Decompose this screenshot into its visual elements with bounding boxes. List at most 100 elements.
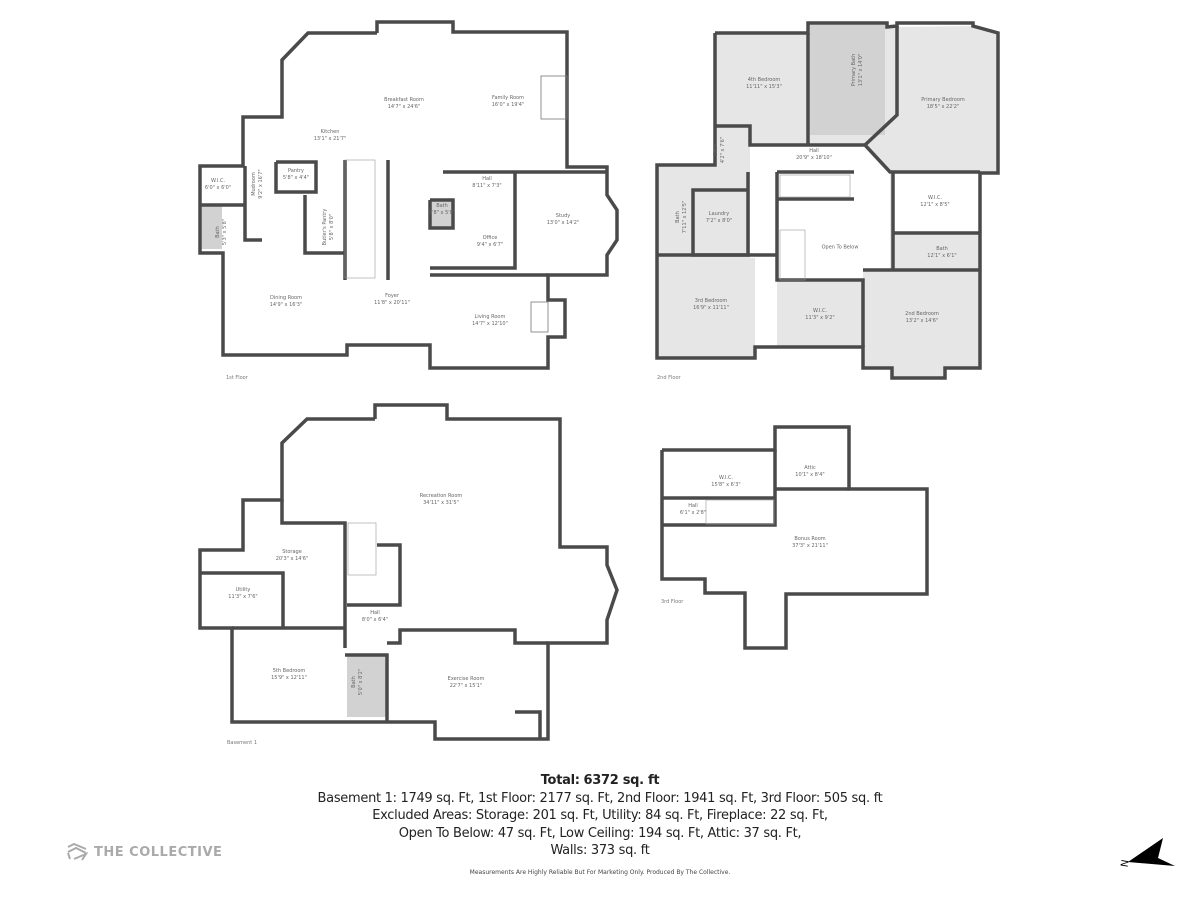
- room-name: Living Room: [474, 314, 506, 320]
- room-dims: 34'11" x 31'5": [423, 500, 459, 506]
- room-name: Office: [482, 235, 498, 241]
- room-name: Bath: [936, 246, 948, 252]
- brand-logo-icon: [67, 843, 88, 861]
- room-dims: 6'1" x 2'8": [679, 510, 707, 516]
- room-dims: 15'9" x 12'11": [271, 675, 307, 681]
- walls-line: Walls: 373 sq. ft: [550, 843, 650, 858]
- room-label: W.I.C.15'8" x 6'3": [711, 475, 740, 489]
- room-dims: 11'11" x 15'3": [746, 84, 782, 90]
- third-floor-outline: [660, 425, 929, 650]
- room-name: Bath: [351, 676, 357, 688]
- room-label: W.I.C.6'0" x 6'0": [205, 178, 231, 192]
- room-name: Hall: [688, 503, 698, 509]
- room-name: Bath: [713, 144, 719, 156]
- room-dims: 11'8" x 20'11": [374, 300, 410, 306]
- walls: [198, 20, 1000, 741]
- room-name: Pantry: [288, 168, 304, 174]
- room-name: Study: [555, 213, 571, 219]
- room-dims: 7'11" x 12'5": [682, 200, 688, 234]
- room-name: W.I.C.: [718, 475, 734, 481]
- fireplaces: [530, 75, 568, 333]
- north-arrow-icon: [1128, 838, 1175, 866]
- north-arrow: N: [1118, 836, 1178, 876]
- room-name: Hall: [482, 176, 492, 182]
- room-dims: 16'0" x 19'4": [491, 102, 525, 108]
- room-dims: 6'0" x 6'0": [204, 185, 232, 191]
- room-dims: 5'8" x 4'4": [282, 175, 310, 181]
- disclaimer: Measurements Are Highly Reliable But For…: [469, 869, 731, 876]
- room-dims: 4'2" x 7'6": [720, 136, 726, 164]
- room-name: Bath: [215, 226, 221, 238]
- room-name: Breakfast Room: [384, 97, 424, 103]
- room-name: Foyer: [385, 293, 399, 299]
- second-floor-white-areas: [750, 145, 980, 347]
- room-name: 5th Bedroom: [272, 668, 306, 674]
- room-name: Laundry: [708, 211, 730, 217]
- room-dims: 5'8" x 5'8": [428, 210, 456, 216]
- room-dims: 13'1" x 21'7": [313, 136, 347, 142]
- bath-fills: [200, 25, 885, 717]
- room-label: W.I.C.11'3" x 9'2": [805, 308, 834, 322]
- room-name: Primary Bath: [851, 53, 857, 87]
- room-dims: 5'3" x 5'8": [222, 218, 228, 246]
- room-name: 4th Bedroom: [747, 77, 781, 83]
- room-dims: 8'11" x 7'3": [472, 183, 502, 189]
- excluded-areas-line: Excluded Areas: Storage: 201 sq. Ft, Uti…: [372, 808, 828, 823]
- room-dims: 11'3" x 9'2": [805, 315, 835, 321]
- brand-name: THE COLLECTIVE: [94, 844, 223, 860]
- room-name: Bath: [436, 203, 448, 209]
- room-name: Utility: [235, 587, 251, 593]
- room-name: Family Room: [492, 95, 524, 101]
- room-dims: 20'9" x 18'10": [796, 155, 832, 161]
- room-dims: 22'7" x 15'1": [449, 683, 483, 689]
- room-name: Open To Below: [821, 244, 859, 251]
- room-dims: 37'3" x 21'11": [792, 543, 828, 549]
- first-floor-outline: [198, 20, 619, 370]
- room-name: Dining Room: [270, 295, 302, 301]
- room-name: Hall: [370, 610, 380, 616]
- area-summary: Total: 6372 sq. ft Basement 1: 1749 sq. …: [0, 772, 1200, 860]
- room-dims: 5'0" x 8'2": [358, 668, 364, 696]
- total-value: 6372 sq. ft: [583, 773, 660, 788]
- room-name: W.I.C.: [812, 308, 828, 314]
- room-name: Attic: [804, 465, 816, 471]
- room-name: Bonus Room: [794, 536, 826, 542]
- room-label: Open To Below: [822, 245, 859, 252]
- total-label: Total:: [540, 773, 580, 788]
- floor-label: 1st Floor: [226, 375, 248, 381]
- room-name: Kitchen: [320, 129, 340, 135]
- brand-logo: THE COLLECTIVE: [66, 843, 222, 861]
- room-name: Butler's Pantry: [322, 208, 328, 246]
- room-dims: 20'3" x 14'6": [275, 556, 309, 562]
- room-label: W.I.C.12'1" x 8'5": [920, 195, 949, 209]
- room-name: W.I.C.: [210, 178, 226, 184]
- room-name: 3rd Bedroom: [694, 298, 728, 304]
- room-dims: 14'9" x 16'3": [269, 302, 303, 308]
- room-dims: 10'1" x 8'4": [795, 472, 825, 478]
